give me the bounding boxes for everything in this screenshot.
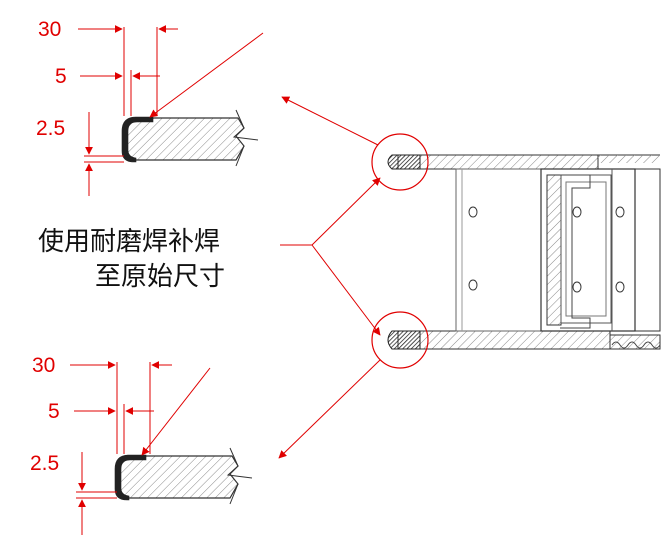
top-dim-30-label: 30: [38, 18, 61, 41]
bottom-dim-2-5-label: 2.5: [30, 452, 59, 475]
bottom-section-bar: [116, 455, 239, 499]
top-dim-2-5-label: 2.5: [36, 117, 65, 140]
top-section-bar: [123, 117, 245, 161]
top-weld-overlay: [121, 116, 154, 163]
bottom-dim-30-label: 30: [32, 354, 55, 377]
caption-line-2: 至原始尺寸: [95, 262, 225, 292]
top-dim-5-label: 5: [55, 65, 67, 88]
web-plate: [455, 168, 542, 332]
top-detail: 30 5 2.5: [36, 18, 264, 196]
top-weld-highlight: [371, 133, 429, 191]
assembly-section: [278, 96, 661, 459]
bottom-dim-5-label: 5: [48, 400, 60, 423]
bottom-weld-highlight: [371, 311, 429, 369]
bottom-detail: 30 5 2.5: [30, 354, 253, 535]
caption-line-1: 使用耐磨焊补焊: [38, 227, 220, 257]
caption-leaders: [280, 177, 381, 336]
lower-plate: [397, 330, 611, 350]
bottom-weld-overlay: [114, 454, 147, 501]
bottom-break-mark: [226, 447, 253, 505]
top-break-mark: [232, 109, 259, 167]
